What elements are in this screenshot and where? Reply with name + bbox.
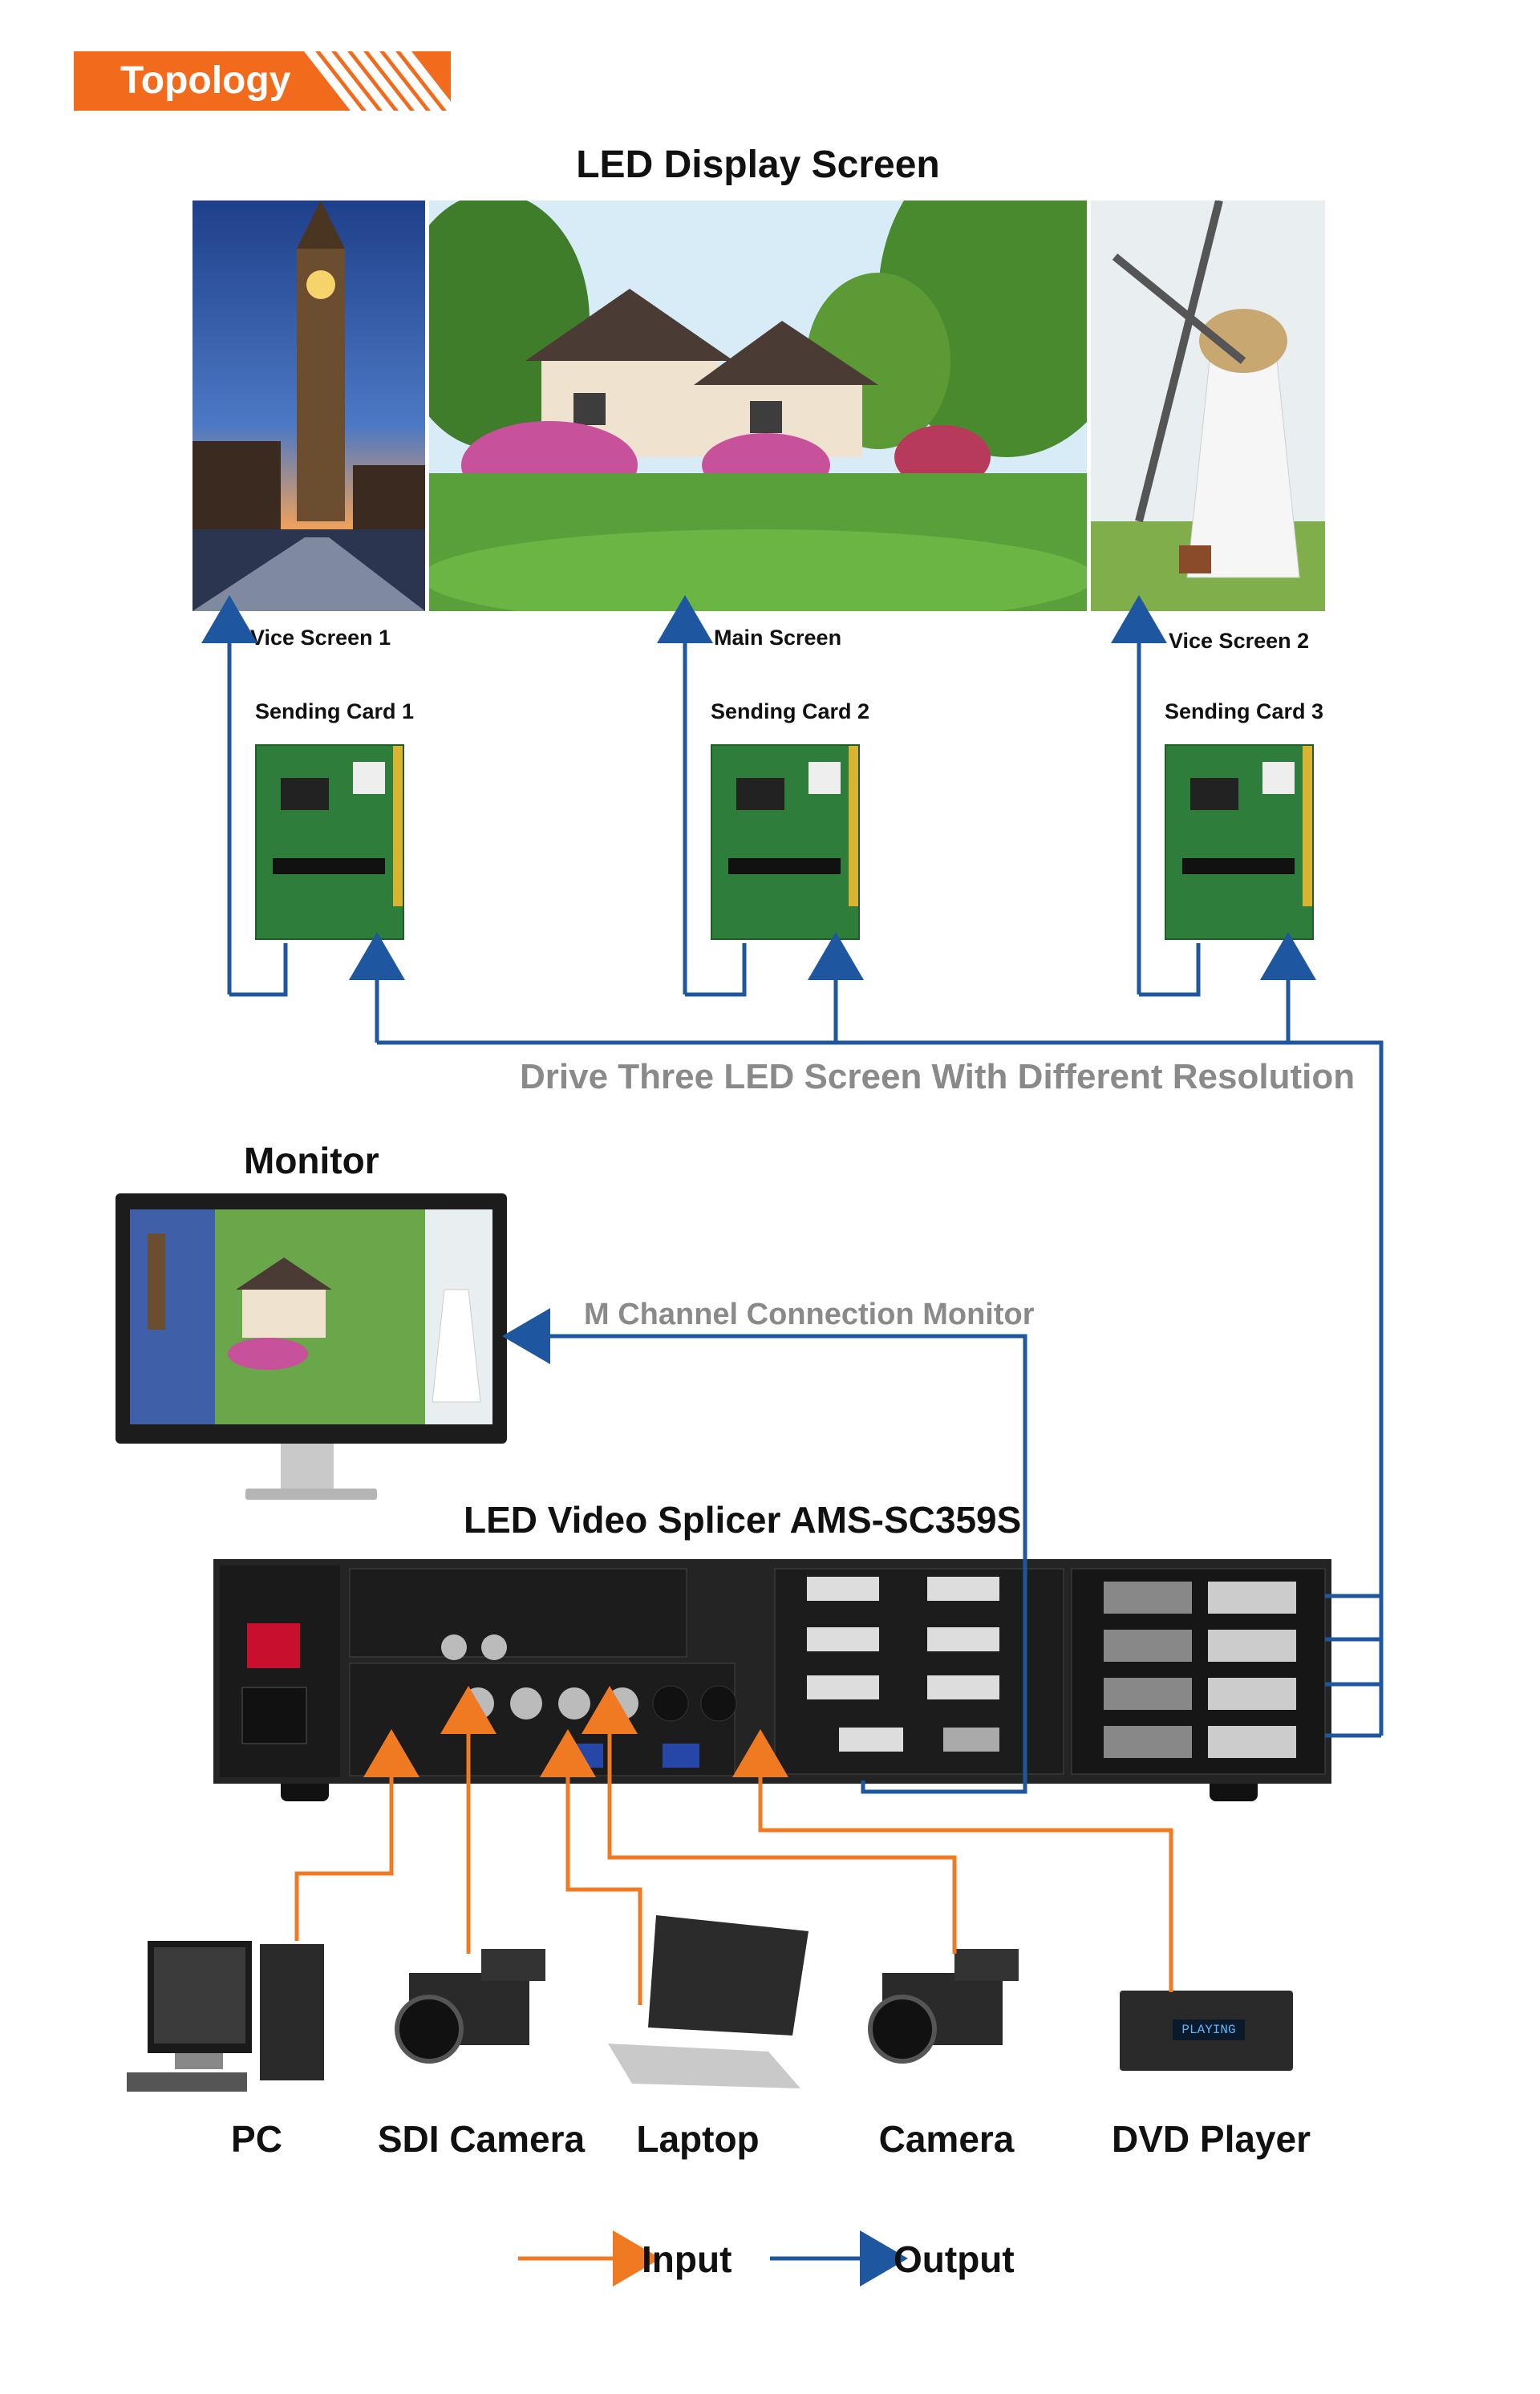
legend-input-label: Input (642, 2238, 732, 2280)
sending-card-3 (1165, 744, 1314, 940)
splicer-title: LED Video Splicer AMS-SC359S (464, 1499, 1022, 1541)
pc-label: PC (231, 2118, 282, 2160)
vice-screen-1-label: Vice Screen 1 (250, 626, 391, 650)
sending-card-2-label: Sending Card 2 (711, 699, 870, 723)
sdi-camera-image (393, 1941, 569, 2085)
badge-label: Topology (120, 59, 291, 102)
laptop-image (600, 1907, 815, 2088)
drive-caption: Drive Three LED Screen With Different Re… (520, 1057, 1356, 1096)
main-screen-image (429, 201, 1087, 611)
legend-output-label: Output (894, 2238, 1015, 2280)
sending-card-3-label: Sending Card 3 (1165, 699, 1324, 723)
vice-screen-2-label: Vice Screen 2 (1169, 629, 1310, 653)
splicer-foot (281, 1784, 329, 1801)
input-lines (294, 1686, 1173, 2005)
topology-badge (74, 51, 451, 111)
monitor-base (245, 1489, 377, 1500)
camera-image (866, 1941, 1043, 2085)
main-screen-label: Main Screen (714, 626, 842, 650)
dvd-display: PLAYING (1173, 2019, 1245, 2040)
led-display-title: LED Display Screen (576, 144, 940, 186)
camera-label: Camera (878, 2118, 1015, 2160)
monitor-caption: M Channel Connection Monitor (584, 1298, 1035, 1331)
sending-card-2 (711, 744, 860, 940)
sending-card-1 (255, 744, 404, 940)
dvd-player-label: DVD Player (1111, 2118, 1311, 2160)
pc-image (119, 1936, 329, 2096)
output-lines (201, 595, 1384, 1794)
monitor-frame (116, 1193, 507, 1444)
sending-card-1-label: Sending Card 1 (255, 699, 415, 723)
dvd-player-image: PLAYING (1120, 1991, 1293, 2071)
laptop-label: Laptop (636, 2118, 760, 2160)
splicer-foot (1210, 1784, 1258, 1801)
sdi-camera-label: SDI Camera (377, 2118, 586, 2160)
vice-screen-2-image (1091, 201, 1325, 611)
monitor-title: Monitor (244, 1140, 379, 1181)
